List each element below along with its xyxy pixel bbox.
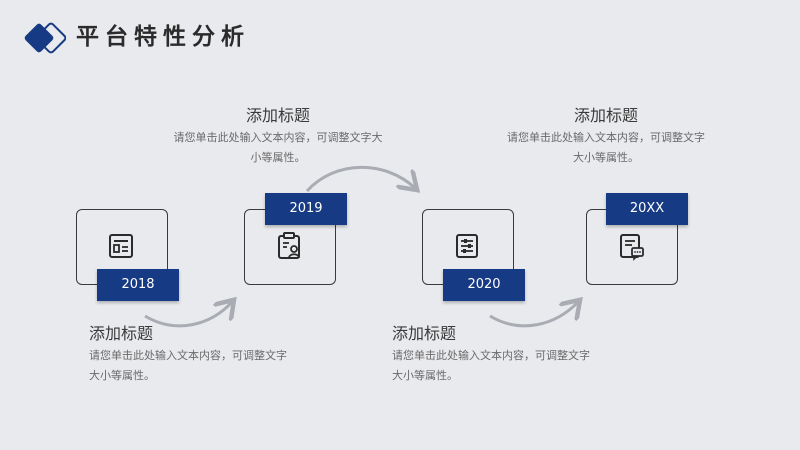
step-desc-2-line-2: 小等属性。 bbox=[250, 151, 306, 164]
text-block-1: 添加标题 请您单击此处输入文本内容，可调整文字 大小等属性。 bbox=[89, 323, 329, 387]
page-title: 平台特性分析 bbox=[76, 24, 250, 50]
step-desc-3-line-2: 大小等属性。 bbox=[392, 369, 458, 382]
diamond-logo-icon bbox=[24, 22, 66, 54]
list-sliders-icon bbox=[456, 234, 478, 258]
year-badge-2: 2019 bbox=[265, 193, 347, 225]
form-icon bbox=[109, 234, 133, 258]
step-heading-4: 添加标题 bbox=[573, 106, 638, 125]
clipboard-user-icon bbox=[278, 232, 300, 259]
year-badge-1: 2018 bbox=[97, 269, 179, 301]
step-desc-1-line-2: 大小等属性。 bbox=[89, 369, 155, 382]
step-heading-1: 添加标题 bbox=[89, 324, 154, 343]
step-desc-3-line-1: 请您单击此处输入文本内容，可调整文字 bbox=[392, 349, 590, 362]
step-heading-3: 添加标题 bbox=[392, 324, 457, 343]
step-desc-1-line-1: 请您单击此处输入文本内容，可调整文字 bbox=[89, 349, 287, 362]
text-block-3: 添加标题 请您单击此处输入文本内容，可调整文字 大小等属性。 bbox=[392, 323, 632, 387]
text-block-2: 添加标题 请您单击此处输入文本内容，可调整文字大 小等属性。 bbox=[158, 105, 398, 169]
step-desc-2-line-1: 请您单击此处输入文本内容，可调整文字大 bbox=[173, 131, 383, 144]
step-heading-2: 添加标题 bbox=[245, 106, 310, 125]
year-badge-4: 20XX bbox=[606, 193, 688, 225]
year-badge-3: 2020 bbox=[443, 269, 525, 301]
step-desc-4-line-1: 请您单击此处输入文本内容，可调整文字 bbox=[507, 131, 705, 144]
text-block-4: 添加标题 请您单击此处输入文本内容，可调整文字 大小等属性。 bbox=[486, 105, 726, 169]
arc-2-3 bbox=[305, 165, 415, 191]
step-desc-4-line-2: 大小等属性。 bbox=[573, 151, 639, 164]
document-chat-icon bbox=[620, 234, 644, 261]
